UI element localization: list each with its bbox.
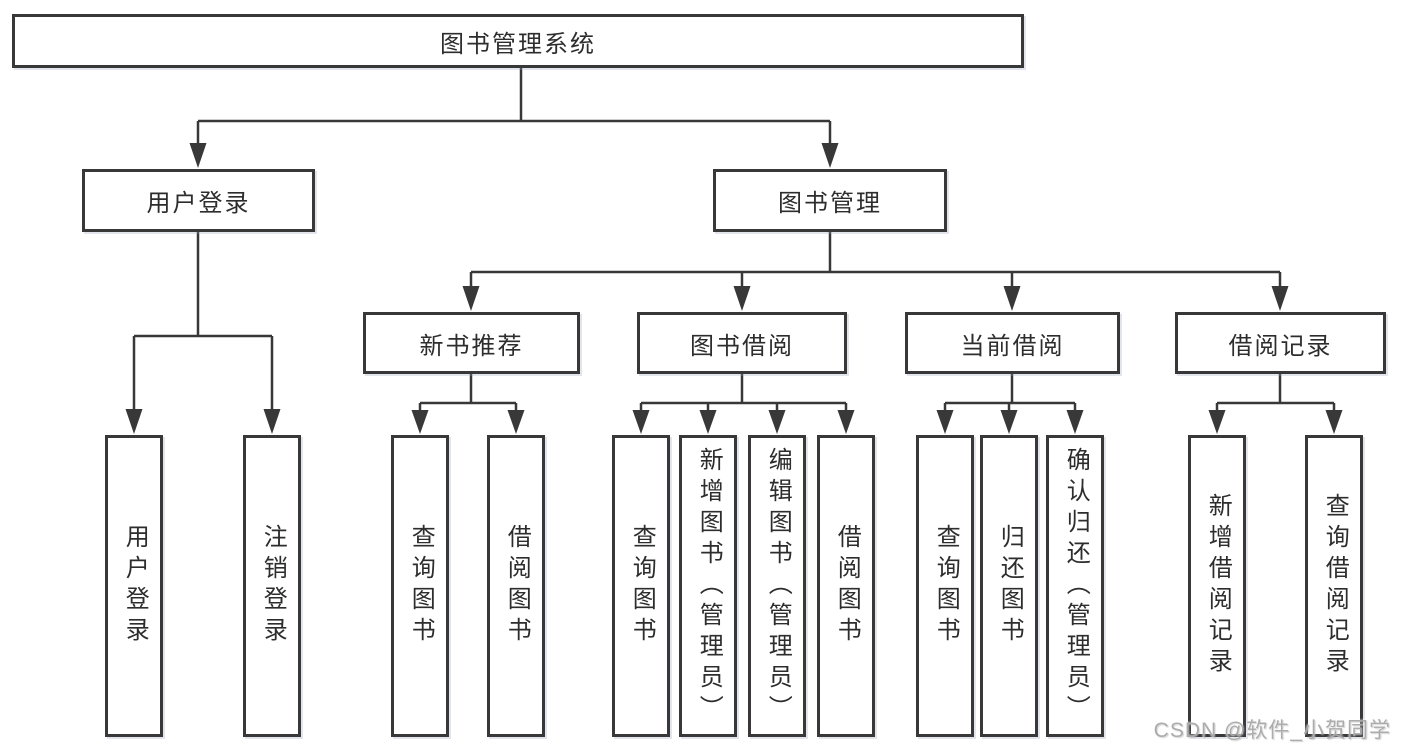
node-label: 图书借阅 [690,332,794,360]
leaf-br-add-record: 新增借阅记录 [1188,435,1246,737]
leaf-label: 借阅图书 [833,524,861,648]
node-library-management-system: 图书管理系统 [12,14,1024,68]
csdn-watermark: CSDN @软件_小贺同学 [1153,719,1391,742]
leaf-label: 新增借阅记录 [1204,493,1232,679]
leaf-label: 查询借阅记录 [1321,493,1349,679]
leaf-label: 注销登录 [259,524,287,648]
node-label: 新书推荐 [419,332,524,360]
node-label: 图书管理系统 [440,30,596,58]
leaf-nb-query-books: 查询图书 [391,435,449,737]
leaf-label: 借阅图书 [503,524,531,648]
leaf-logout: 注销登录 [243,435,301,737]
node-book-borrowing: 图书借阅 [637,312,847,374]
node-label: 用户登录 [146,190,251,217]
node-current-borrowing: 当前借阅 [905,312,1120,374]
node-borrowing-records: 借阅记录 [1175,312,1386,374]
leaf-label: 新增图书（管理员） [695,446,723,726]
leaf-label: 查询图书 [932,524,960,648]
leaf-bb-query-books: 查询图书 [612,435,670,737]
leaf-label: 编辑图书（管理员） [764,446,792,726]
leaf-label: 归还图书 [996,524,1024,648]
leaf-bb-edit-books-admin: 编辑图书（管理员） [748,435,806,737]
arrowhead-icons [125,143,1343,434]
leaf-cb-return-books: 归还图书 [980,435,1038,737]
leaf-nb-borrow-books: 借阅图书 [487,435,545,737]
leaf-cb-confirm-return-admin: 确认归还（管理员） [1046,435,1104,737]
leaf-label: 查询图书 [628,524,656,648]
node-user-login: 用户登录 [82,169,315,232]
node-label: 借阅记录 [1228,332,1333,360]
node-new-book-recommend: 新书推荐 [363,312,580,374]
node-book-management: 图书管理 [713,169,947,232]
leaf-label: 查询图书 [407,524,435,648]
node-label: 图书管理 [778,190,882,217]
leaf-cb-query-books: 查询图书 [916,435,974,737]
leaf-br-query-record: 查询借阅记录 [1305,435,1363,737]
node-label: 当前借阅 [960,332,1065,360]
leaf-label: 用户登录 [121,524,149,648]
leaf-label: 确认归还（管理员） [1062,446,1090,726]
leaf-bb-borrow-books: 借阅图书 [817,435,875,737]
leaf-bb-add-books-admin: 新增图书（管理员） [679,435,737,737]
leaf-user-login: 用户登录 [105,435,163,737]
